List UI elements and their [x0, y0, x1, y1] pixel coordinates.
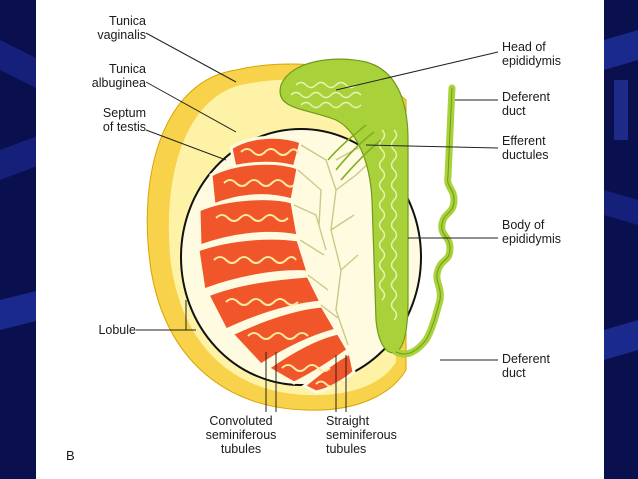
leader-lines	[136, 32, 499, 412]
label-line: of testis	[102, 120, 146, 134]
label-line: Lobule	[98, 323, 136, 337]
epididymis-tubules	[290, 81, 398, 321]
label-straight-tubules: Straight seminiferous tubules	[326, 414, 436, 456]
label-line: Efferent	[502, 134, 546, 148]
label-tunica-vaginalis: Tunica vaginalis	[46, 14, 146, 42]
label-septum-of-testis: Septum of testis	[46, 106, 146, 134]
convoluted-tubules	[213, 148, 345, 388]
label-deferent-duct-bottom: Deferent duct	[502, 352, 550, 380]
figure-panel-letter: B	[66, 448, 75, 463]
label-line: duct	[502, 366, 526, 380]
label-body-of-epididymis: Body of epididymis	[502, 218, 561, 246]
label-tunica-albuginea: Tunica albuginea	[46, 62, 146, 90]
lobule-4	[196, 236, 311, 293]
testis-diagram	[136, 32, 499, 412]
label-line: ductules	[502, 148, 549, 162]
label-deferent-duct-top: Deferent duct	[502, 90, 550, 118]
lobule-7	[265, 331, 350, 385]
label-line: tubules	[326, 442, 367, 456]
label-convoluted-tubules: Convoluted seminiferous tubules	[186, 414, 296, 456]
label-line: Straight	[326, 414, 370, 428]
label-line: Septum	[102, 106, 146, 120]
label-line: vaginalis	[97, 28, 146, 42]
label-line: albuginea	[91, 76, 146, 90]
label-line: Head of	[502, 40, 546, 54]
label-line: Convoluted	[209, 414, 273, 428]
diagram-panel: Tunica vaginalis Tunica albuginea Septum…	[36, 0, 604, 479]
lobule-3	[197, 197, 300, 249]
label-line: seminiferous	[205, 428, 277, 442]
label-line: seminiferous	[326, 428, 397, 442]
label-line: Body of	[502, 218, 545, 232]
label-line: Deferent	[502, 90, 550, 104]
label-line: duct	[502, 104, 526, 118]
lobules	[196, 135, 356, 394]
lobule-2	[209, 161, 300, 208]
label-line: epididymis	[502, 54, 562, 68]
label-head-of-epididymis: Head of epididymis	[502, 40, 561, 68]
label-efferent-ductules: Efferent ductules	[502, 134, 549, 162]
label-line: tubules	[220, 442, 262, 456]
efferent-ductules	[327, 124, 382, 181]
label-line: Deferent	[502, 352, 550, 366]
label-line: Tunica	[108, 14, 146, 28]
label-line: epididymis	[502, 232, 562, 246]
label-line: Tunica	[108, 62, 146, 76]
label-lobule: Lobule	[46, 323, 136, 337]
